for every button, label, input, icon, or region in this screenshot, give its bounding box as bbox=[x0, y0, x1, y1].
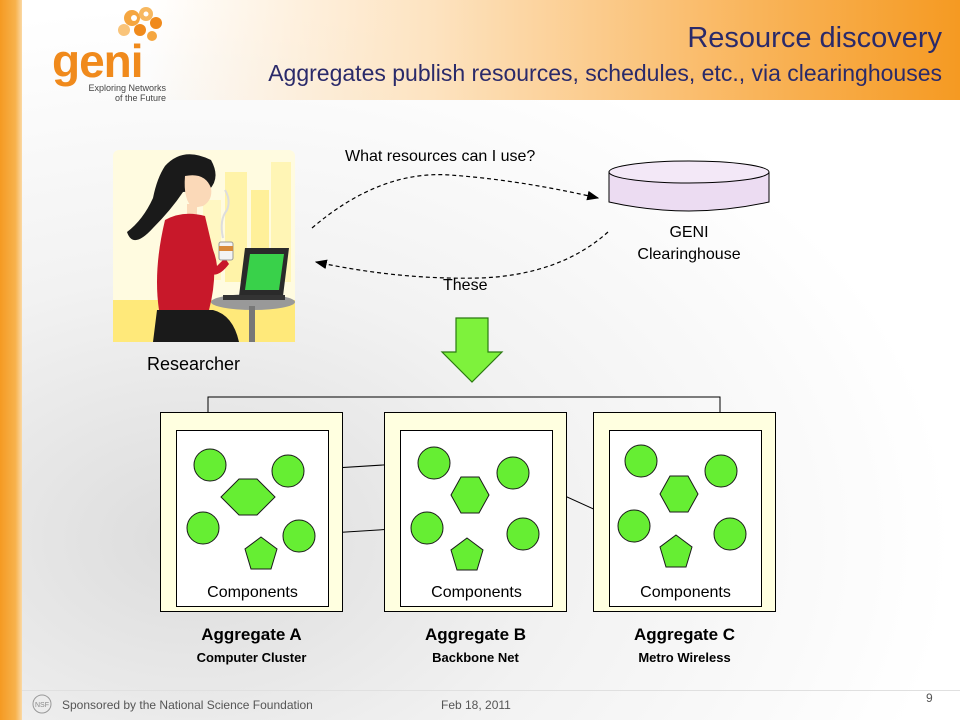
aggregate-c-components-panel: Components bbox=[609, 430, 762, 607]
component-node-icon bbox=[271, 454, 305, 488]
component-node-icon bbox=[713, 517, 747, 551]
clearinghouse-label-line2: Clearinghouse bbox=[637, 246, 741, 263]
clearinghouse-label: GENI Clearinghouse bbox=[609, 222, 769, 266]
logo-tagline-line2: of the Future bbox=[114, 93, 166, 103]
logo-tagline: Exploring Networks of the Future bbox=[80, 83, 166, 103]
logo-wordmark: geni bbox=[52, 35, 144, 87]
aggregate-b-components-label: Components bbox=[431, 584, 522, 601]
aggregate-a-components-panel: Components bbox=[176, 430, 329, 607]
response-label: These bbox=[443, 277, 488, 294]
down-arrow-icon bbox=[440, 317, 504, 383]
request-arrow bbox=[311, 174, 600, 229]
request-label: What resources can I use? bbox=[345, 148, 536, 165]
component-node-icon bbox=[193, 448, 227, 482]
header-band bbox=[150, 0, 960, 100]
footer-divider bbox=[22, 690, 960, 691]
aggregate-c-name: Aggregate C bbox=[633, 625, 736, 644]
component-node-icon bbox=[186, 511, 220, 545]
slide-title: Resource discovery bbox=[687, 22, 942, 54]
component-node-icon bbox=[417, 446, 451, 480]
slide-subtitle: Aggregates publish resources, schedules,… bbox=[268, 60, 942, 86]
aggregate-b-nodes bbox=[410, 446, 540, 571]
logo-dots-icon bbox=[118, 7, 162, 41]
aggregate-b-subtitle: Backbone Net bbox=[432, 650, 519, 665]
component-hexagon-icon bbox=[659, 475, 699, 513]
logo-tagline-line1: Exploring Networks bbox=[88, 83, 166, 93]
aggregate-b-components-panel: Components bbox=[400, 430, 553, 607]
aggregate-a-nodes bbox=[186, 448, 316, 570]
component-node-icon bbox=[617, 509, 651, 543]
component-node-icon bbox=[496, 456, 530, 490]
footer-date: Feb 18, 2011 bbox=[441, 698, 511, 712]
aggregate-a-name: Aggregate A bbox=[201, 625, 302, 644]
clearinghouse-label-line1: GENI bbox=[669, 224, 709, 241]
geni-logo: geni Exploring Networks of the Future bbox=[52, 6, 172, 103]
aggregate-c-components-label: Components bbox=[640, 584, 731, 601]
component-node-icon bbox=[282, 519, 316, 553]
nsf-seal-icon: NSF bbox=[32, 694, 52, 714]
aggregate-c-subtitle: Metro Wireless bbox=[638, 650, 731, 665]
aggregate-a-subtitle: Computer Cluster bbox=[196, 650, 307, 665]
component-pentagon-icon bbox=[450, 537, 484, 571]
component-hexagon-icon bbox=[220, 478, 276, 516]
footer-sponsor: Sponsored by the National Science Founda… bbox=[62, 698, 313, 712]
component-pentagon-icon bbox=[244, 536, 278, 570]
aggregate-c-nodes bbox=[617, 444, 747, 568]
component-pentagon-icon bbox=[659, 534, 693, 568]
researcher-illustration bbox=[113, 150, 295, 342]
component-node-icon bbox=[704, 454, 738, 488]
component-hexagon-icon bbox=[450, 476, 490, 514]
researcher-label: Researcher bbox=[147, 354, 241, 374]
aggregate-a-components-label: Components bbox=[207, 584, 298, 601]
aggregate-c-box: Components bbox=[593, 412, 776, 612]
response-arrow bbox=[314, 231, 609, 279]
aggregate-a-box: Components bbox=[160, 412, 343, 612]
aggregate-b-box: Components bbox=[384, 412, 567, 612]
clearinghouse-database-icon bbox=[608, 160, 770, 212]
svg-text:NSF: NSF bbox=[35, 702, 49, 709]
component-node-icon bbox=[506, 517, 540, 551]
left-accent-bar bbox=[0, 0, 22, 720]
component-node-icon bbox=[410, 511, 444, 545]
aggregate-b-name: Aggregate B bbox=[424, 625, 527, 644]
component-node-icon bbox=[624, 444, 658, 478]
page-number: 9 bbox=[926, 691, 933, 705]
